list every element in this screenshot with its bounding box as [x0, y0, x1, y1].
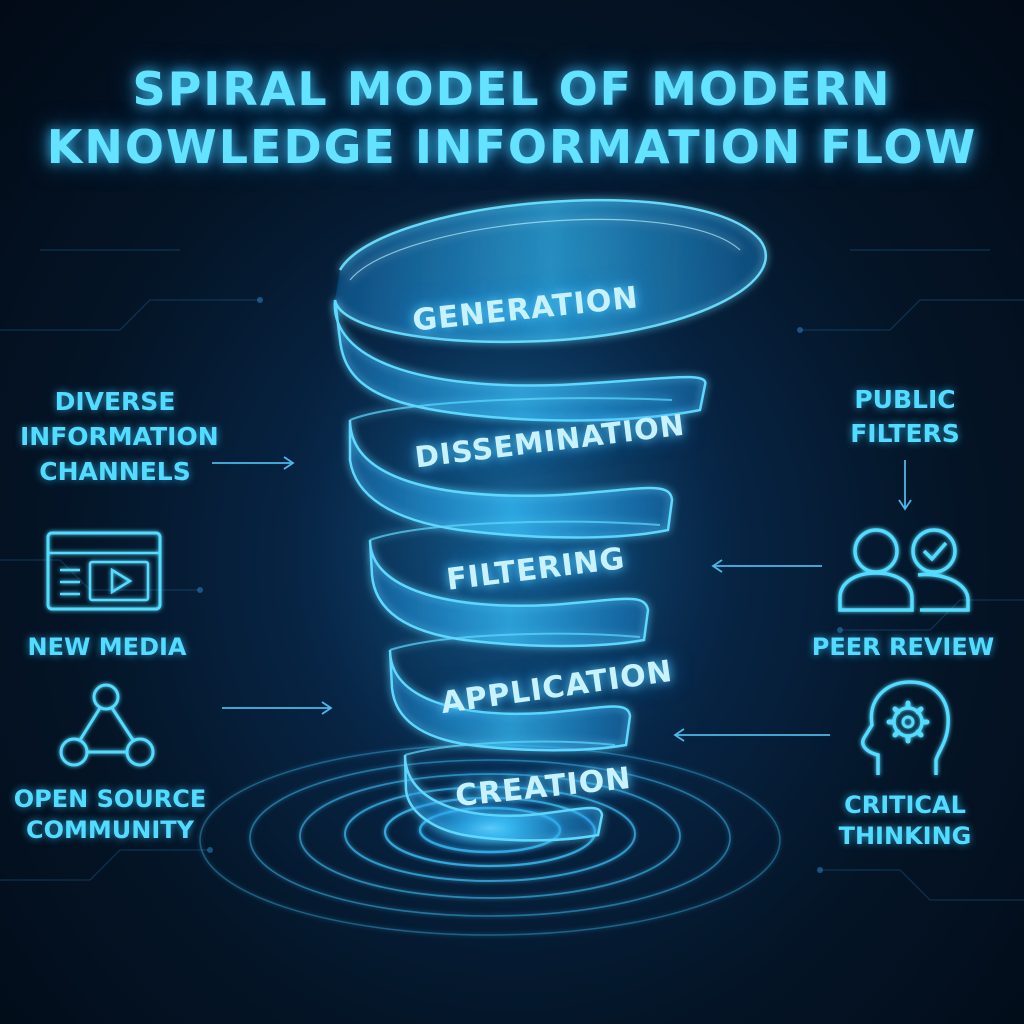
label-open-source-line-2: COMMUNITY — [25, 816, 195, 844]
arrow-opensource-to-spiral — [222, 701, 333, 715]
label-new-media-text: NEW MEDIA — [27, 633, 187, 661]
spiral-ribbon — [333, 198, 767, 842]
label-open-source-line-1: OPEN SOURCE — [13, 785, 207, 813]
label-critical-thinking-line-1: CRITICAL — [844, 791, 966, 819]
label-open-source: OPEN SOURCE COMMUNITY — [10, 784, 210, 846]
arrow-peerreview-to-spiral — [711, 559, 822, 573]
label-diverse-channels: DIVERSE INFORMATION CHANNELS — [20, 384, 219, 489]
flow-arrows — [212, 456, 912, 742]
circuit-background — [0, 249, 1024, 901]
arrow-channels-to-spiral — [212, 456, 295, 470]
arrow-critical-to-spiral — [673, 728, 830, 742]
people-check-icon — [838, 528, 970, 612]
label-diverse-channels-line-3: CHANNELS — [39, 457, 191, 486]
arrow-publicfilters-down — [898, 460, 912, 511]
head-gear-icon — [861, 680, 950, 775]
video-screen-icon — [46, 531, 162, 611]
label-diverse-channels-line-2: INFORMATION — [20, 422, 219, 451]
title-line-2: KNOWLEDGE INFORMATION FLOW — [46, 120, 978, 174]
base-rings — [199, 744, 781, 936]
label-diverse-channels-line-1: DIVERSE — [54, 387, 176, 416]
label-new-media: NEW MEDIA — [14, 630, 200, 665]
circuit-dots — [197, 297, 843, 873]
network-nodes-icon — [59, 683, 155, 767]
label-public-filters-line-2: FILTERS — [850, 419, 960, 448]
label-public-filters-line-1: PUBLIC — [854, 385, 956, 414]
label-critical-thinking-line-2: THINKING — [838, 822, 972, 850]
label-public-filters: PUBLIC FILTERS — [830, 383, 980, 451]
title-line-1: SPIRAL MODEL OF MODERN — [132, 62, 892, 116]
label-critical-thinking: CRITICAL THINKING — [820, 790, 990, 852]
label-peer-review-text: PEER REVIEW — [811, 633, 995, 661]
label-peer-review: PEER REVIEW — [808, 630, 998, 665]
